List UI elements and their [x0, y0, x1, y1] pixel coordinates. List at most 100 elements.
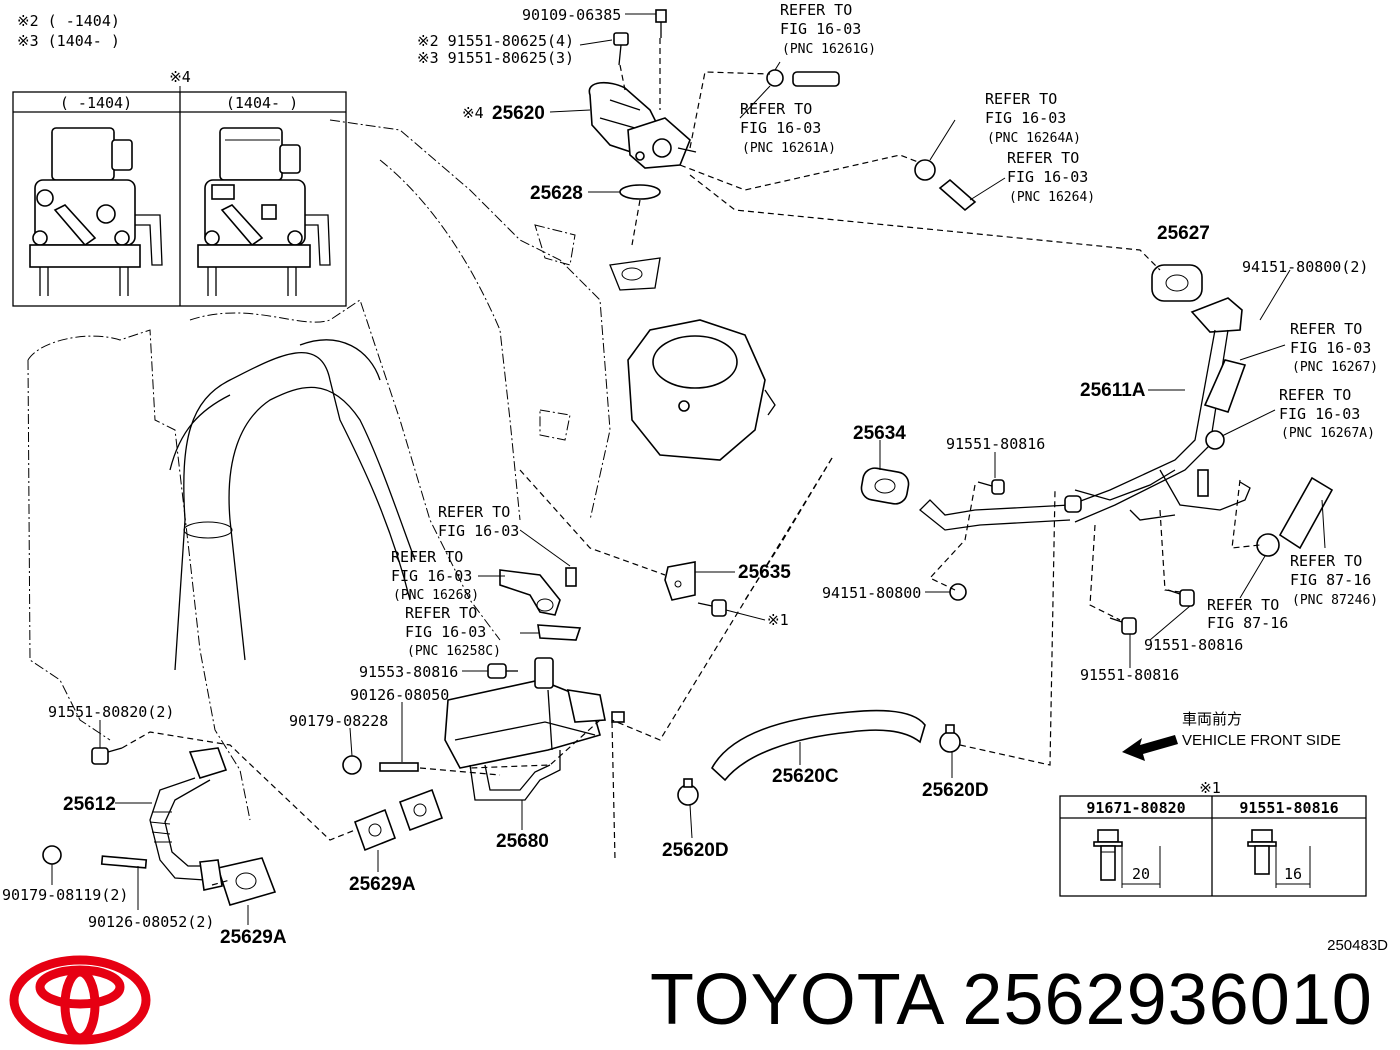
clamp-16267a [1205, 430, 1225, 450]
throttle-body [609, 257, 776, 461]
label-94151-80800: 94151-80800 [822, 584, 921, 602]
label-25629A-upper: 25629A [349, 874, 416, 895]
label-91551-80820-2: 91551-80820(2) [48, 703, 174, 721]
label-91551-80816-low: 91551-80816 [1080, 666, 1179, 684]
hose-25620c [710, 709, 926, 782]
bolt-91551-80816-b [1167, 589, 1195, 607]
label-25634: 25634 [853, 423, 906, 444]
label-25628: 25628 [530, 183, 583, 204]
refer-16261a-line2: FIG 16-03 [740, 119, 821, 137]
gasket-25628 [619, 184, 661, 200]
refer-16264-line3: (PNC 16264) [1009, 190, 1095, 205]
refer-16267a-line1: REFER TO [1279, 386, 1351, 404]
hose-16267 [1203, 359, 1247, 413]
label-25620: 25620 [492, 103, 545, 124]
label-91551-80816-top: 91551-80816 [946, 435, 1045, 453]
bolt-91551-80625 [613, 32, 629, 66]
inset-mark: ※4 [169, 68, 191, 86]
bolt1-length: 20 [1132, 865, 1150, 883]
refer-16258c-line2: FIG 16-03 [405, 623, 486, 641]
label-25620D-right: 25620D [922, 780, 989, 801]
refer-87-16-line2: FIG 87-16 [1207, 614, 1288, 632]
refer-16264a-line2: FIG 16-03 [985, 109, 1066, 127]
nut-90179-08119 [42, 845, 62, 865]
bolt-91551-80816-drawing: 16 [1247, 829, 1311, 888]
refer-87-16-line1: REFER TO [1207, 596, 1279, 614]
egr-pipe-25611A [919, 297, 1251, 531]
vehicle-front-en: VEHICLE FRONT SIDE [1182, 732, 1341, 749]
refer-16267-line3: (PNC 16267) [1292, 360, 1378, 375]
inset-left-label: ( -1404) [60, 94, 132, 112]
refer-16261a-line3: (PNC 16261A) [742, 141, 836, 156]
gasket-25627 [1151, 264, 1203, 302]
bolt-91551-80816-a [977, 479, 1005, 495]
egr-valve-old-drawing [29, 127, 163, 296]
label-25612: 25612 [63, 794, 116, 815]
refer-16264-line2: FIG 16-03 [1007, 168, 1088, 186]
refer-87246-line2: FIG 87-16 [1290, 571, 1371, 589]
refer-16-03-line2: FIG 16-03 [438, 522, 519, 540]
engine-outline [27, 119, 611, 821]
bolt-table: ※1 91671-80820 91551-80816 20 16 [1059, 779, 1367, 897]
hose-87246 [1278, 476, 1334, 550]
refer-16-03-line1: REFER TO [438, 503, 510, 521]
egr-valve-new-drawing [197, 127, 331, 296]
brand-name: TOYOTA [650, 960, 942, 1040]
bolt-90109 [655, 9, 667, 38]
note-mark-2: ※2 ( -1404) [17, 12, 120, 30]
bolt2-length: 16 [1284, 865, 1302, 883]
vehicle-front-indicator: 車両前方 VEHICLE FRONT SIDE [1122, 711, 1341, 761]
label-90126-08052-2: 90126-08052(2) [88, 913, 214, 931]
figure-code: 250483D [1327, 937, 1388, 954]
vehicle-front-jp: 車両前方 [1182, 711, 1242, 728]
label-90179-08228: 90179-08228 [289, 712, 388, 730]
bolt-table-col1: 91671-80820 [1086, 799, 1185, 817]
bolt-91551-80820 [91, 747, 123, 765]
gasket-25634 [860, 467, 910, 505]
label-91551-80625-2: ※2 91551-80625(4) [417, 32, 574, 50]
label-mark-4: ※4 [462, 104, 484, 122]
refer-16258c-line1: REFER TO [405, 604, 477, 622]
label-25620D-left: 25620D [662, 840, 729, 861]
refer-16268-line1: REFER TO [391, 548, 463, 566]
inset-right-label: (1404- ) [226, 94, 298, 112]
bolt-table-mark: ※1 [1199, 779, 1221, 797]
note-mark-3: ※3 (1404- ) [17, 32, 120, 50]
label-25611A: 25611A [1080, 380, 1146, 401]
refer-16258c-line3: (PNC 16258C) [407, 644, 501, 659]
pipe-16268 [499, 569, 561, 616]
bolt-91553-80816 [487, 663, 518, 679]
bolt-table-col2: 91551-80816 [1239, 799, 1338, 817]
refer-16261g-line2: FIG 16-03 [780, 20, 861, 38]
refer-87246-line1: REFER TO [1290, 552, 1362, 570]
label-25635: 25635 [738, 562, 791, 583]
bracket-25635 [664, 561, 696, 601]
intake-hose [169, 339, 416, 671]
label-91551-80625-3: ※3 91551-80625(3) [417, 49, 574, 67]
label-90179-08119-2: 90179-08119(2) [2, 886, 128, 904]
refer-16267a-line3: (PNC 16267A) [1281, 426, 1375, 441]
clamp-25620d-left [677, 778, 699, 806]
label-90109-06385: 90109-06385 [522, 6, 621, 24]
brand-partnumber: TOYOTA 2562936010 [650, 960, 1373, 1040]
clamp-16264a [914, 159, 936, 181]
refer-16261g-line3: (PNC 16261G) [782, 42, 876, 57]
hose-16264 [938, 178, 977, 212]
label-91553-80816: 91553-80816 [359, 663, 458, 681]
egr-pipe-25612 [149, 747, 228, 891]
nut-94151-80800 [949, 583, 967, 601]
stud-90126-08052 [100, 855, 148, 869]
label-90126-08050: 90126-08050 [350, 686, 449, 704]
gasket-25629a-upper-b [398, 788, 444, 832]
refer-16267-line1: REFER TO [1290, 320, 1362, 338]
stud-90126-08050 [379, 762, 419, 772]
label-94151-80800-2: 94151-80800(2) [1242, 258, 1368, 276]
clamp-16261g [766, 69, 840, 87]
clamp-87-16 [1256, 533, 1280, 557]
label-25680: 25680 [496, 831, 549, 852]
bolt-mark1 [697, 599, 727, 617]
front-arrow-icon [1122, 735, 1178, 761]
gasket-25629a-upper-a [353, 808, 397, 852]
refer-16261g-line1: REFER TO [780, 1, 852, 19]
